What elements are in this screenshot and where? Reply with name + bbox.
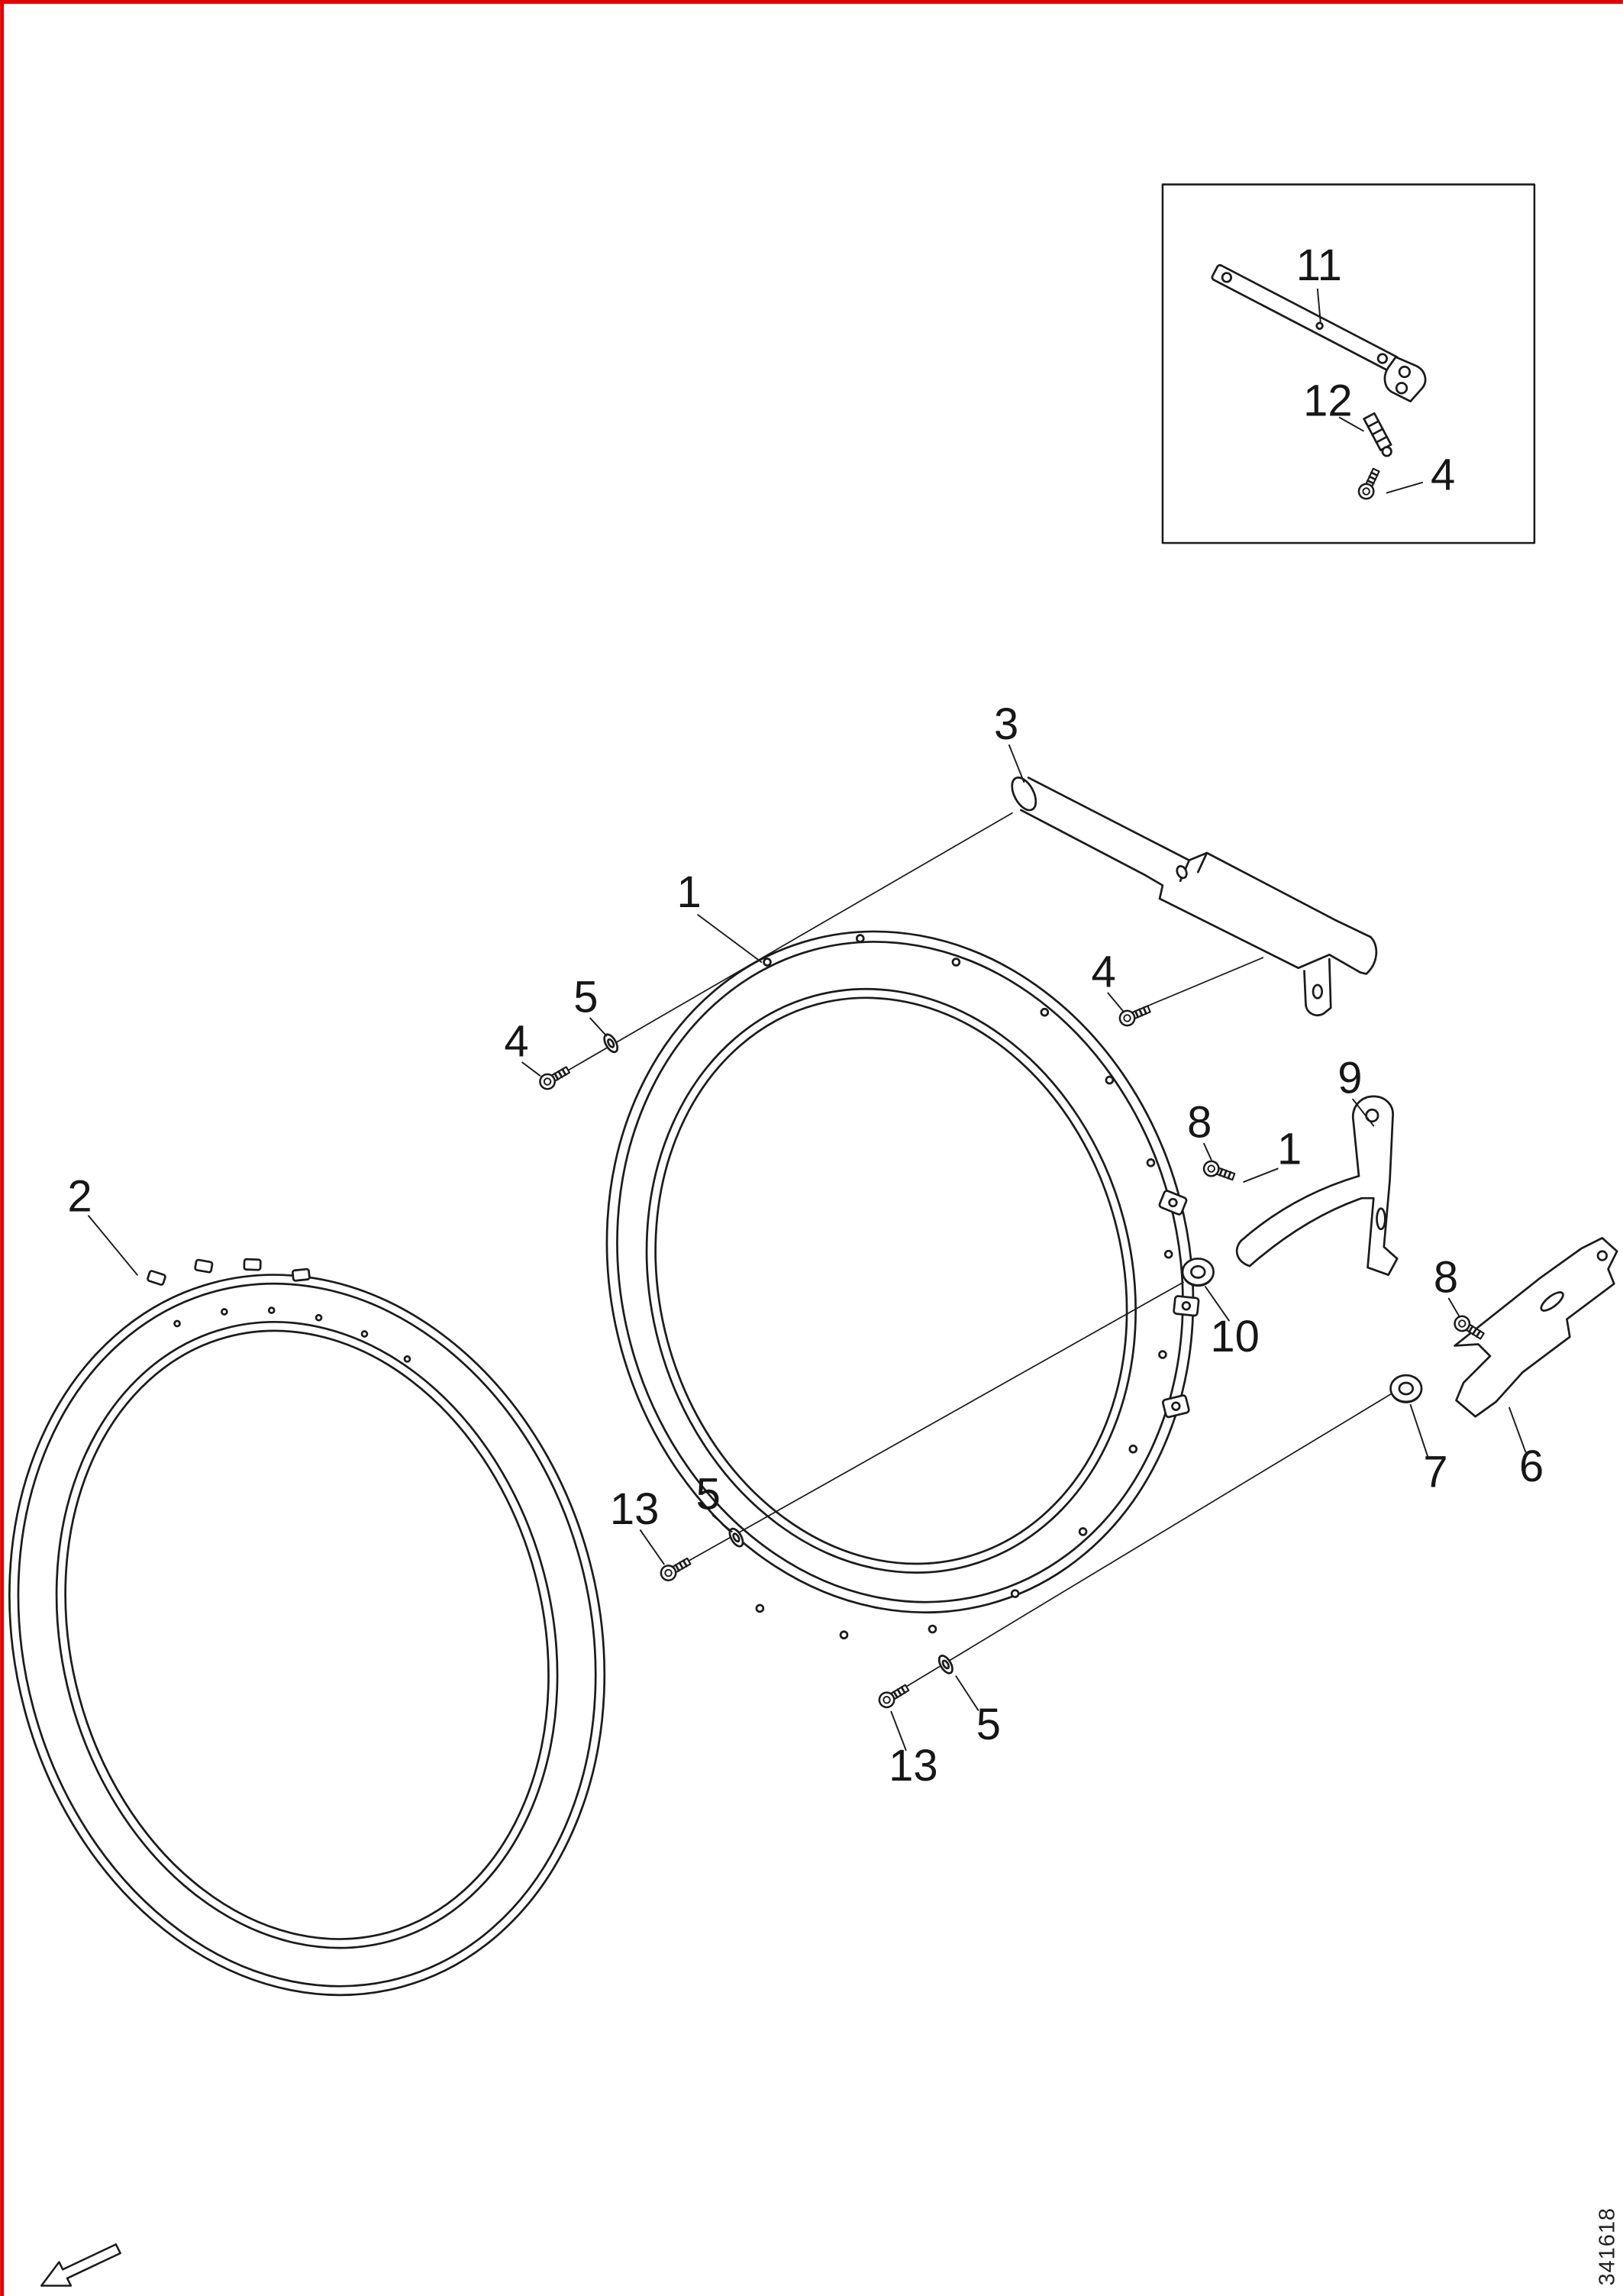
callout-labels: 11 12 4 3 1 5 4 4 9 8 1 10 8 7 6 2 13 5 … <box>67 241 1544 1791</box>
callout-12-label: 12 <box>1303 377 1352 426</box>
callout-4-left-label: 4 <box>504 1017 528 1066</box>
bolt-4-mid <box>1116 1001 1154 1029</box>
bolt-13-bottom <box>875 1680 912 1711</box>
isolator-7 <box>1389 1374 1423 1404</box>
bolt-13-left <box>657 1553 694 1584</box>
part-11-brace-bar <box>1211 263 1399 373</box>
shroud-mount-tabs <box>1158 1190 1200 1419</box>
washer-5-left <box>600 1031 621 1055</box>
page-edge-marker-left <box>0 0 5 2296</box>
trim-ring-clips <box>147 1258 311 1286</box>
part-1-fan-shroud-ring <box>605 930 1200 1640</box>
view-direction-arrow-icon <box>40 2243 121 2287</box>
leader-lines <box>88 288 1527 1751</box>
callout-5-bottom-label: 5 <box>976 1700 1001 1749</box>
callout-4-inset-label: 4 <box>1431 450 1455 499</box>
callout-6-label: 6 <box>1519 1442 1544 1491</box>
callout-1-label: 1 <box>676 868 701 917</box>
callout-11-label: 11 <box>1296 241 1342 290</box>
callout-5-left-label: 5 <box>573 973 598 1022</box>
bolt-4-left <box>536 1062 573 1093</box>
callout-4-mid-label: 4 <box>1092 948 1116 997</box>
shroud-rim-holes <box>755 934 1173 1640</box>
drawing-number: 341618 <box>1595 2207 1619 2285</box>
part-12-link <box>1363 412 1392 457</box>
page-edge-marker-top <box>0 0 1623 5</box>
callout-9-label: 9 <box>1337 1054 1362 1103</box>
assembly-axis-lines <box>555 812 1394 1695</box>
callout-13-left-label: 13 <box>610 1485 659 1534</box>
bolt-8-upper <box>1200 1158 1237 1185</box>
callout-8-lower-label: 8 <box>1434 1254 1458 1303</box>
callout-5-mid-label: 5 <box>696 1471 721 1519</box>
callout-3-label: 3 <box>994 700 1018 749</box>
callout-10-label: 10 <box>1210 1313 1259 1361</box>
callout-2-label: 2 <box>67 1172 92 1221</box>
trim-ring-holes <box>173 1306 411 1363</box>
part-2-trim-ring <box>8 1258 606 1997</box>
part-9-side-bracket <box>1235 1095 1399 1277</box>
isolator-10 <box>1181 1258 1215 1287</box>
callout-13-bottom-label: 13 <box>889 1742 937 1791</box>
callout-7-label: 7 <box>1423 1448 1447 1497</box>
washer-5-bottom <box>935 1652 957 1677</box>
part-3-upper-bracket <box>1011 777 1378 1016</box>
callout-8-upper-label: 8 <box>1187 1099 1212 1148</box>
callout-1-small-label: 1 <box>1277 1125 1302 1174</box>
detail-inset-box <box>1161 183 1536 544</box>
part-6-lower-bracket <box>1454 1237 1618 1418</box>
part-11-clevis <box>1383 356 1427 402</box>
